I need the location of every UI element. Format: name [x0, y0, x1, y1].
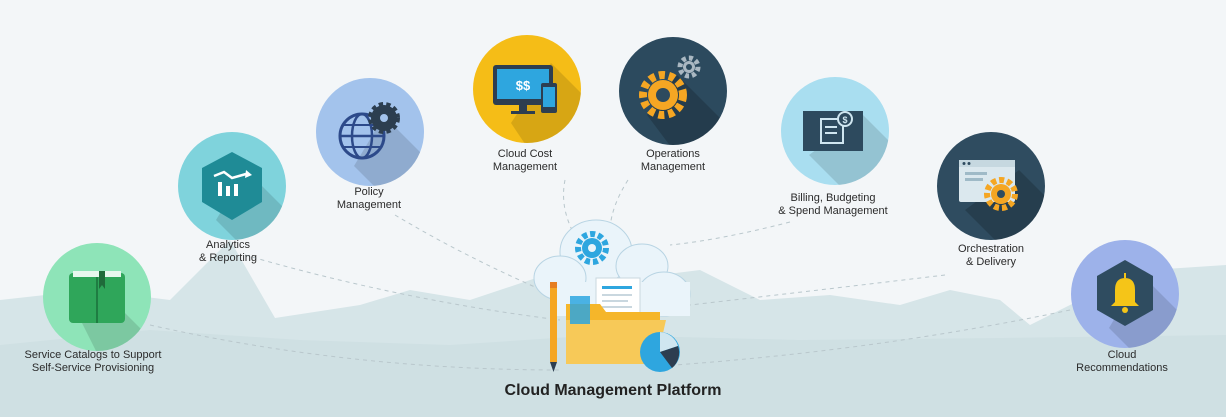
svg-text:$$: $$ — [516, 78, 531, 93]
node-policy — [314, 76, 426, 188]
receipt-icon: $ — [803, 111, 863, 151]
node-label-cloud-cost: Cloud Cost Management — [492, 148, 558, 173]
monitor-dollar-icon: $$ — [493, 65, 557, 114]
node-billing: $ — [779, 75, 891, 187]
node-label-recommendations: Cloud Recommendations — [1076, 349, 1168, 374]
node-label-analytics: Analytics & Reporting — [198, 239, 258, 264]
node-label-operations: Operations Management — [640, 148, 706, 173]
node-label-service-catalogs: Service Catalogs to Support Self-Service… — [24, 349, 162, 374]
node-orchestration — [935, 130, 1047, 242]
node-label-orchestration: Orchestration & Delivery — [957, 243, 1025, 268]
node-operations — [617, 35, 729, 147]
pie-chart-icon — [640, 332, 680, 372]
globe-gear-icon — [338, 102, 400, 160]
node-recommendations — [1069, 238, 1181, 350]
bell-icon — [1097, 260, 1153, 326]
node-service-catalogs — [41, 241, 153, 353]
node-cloud-cost: $$ — [471, 33, 583, 145]
book-icon — [69, 271, 125, 323]
node-label-billing: Billing, Budgeting & Spend Management — [778, 192, 888, 217]
gears-icon — [639, 55, 701, 119]
cloud-platform-hub — [530, 212, 700, 377]
pencil-icon — [550, 282, 557, 372]
svg-text:$: $ — [842, 115, 847, 125]
cloud-gear-icon — [575, 231, 609, 265]
node-analytics — [176, 130, 288, 242]
browser-gear-icon — [959, 160, 1018, 211]
chart-icon — [202, 152, 262, 220]
platform-title: Cloud Management Platform — [504, 382, 722, 399]
node-label-policy: Policy Management — [336, 186, 402, 211]
